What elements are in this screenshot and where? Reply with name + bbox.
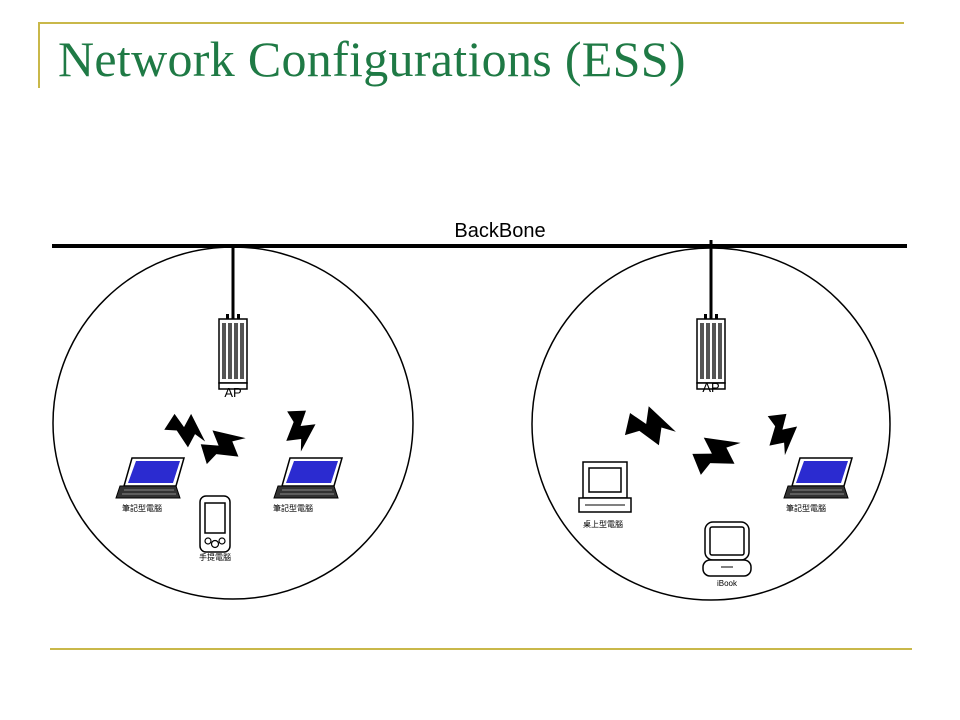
right-wireless-link-1-icon [616,399,676,459]
right-desktop-icon [578,461,632,513]
slide-title: Network Configurations (ESS) [58,31,686,87]
right-ibook-icon [702,521,752,577]
left-bss-cell: AP 筆記型電腦 手提電腦 筆記型電腦 [52,246,414,600]
left-ap-label: AP [224,385,241,400]
right-wireless-link-3-icon [755,407,801,456]
backbone-label: BackBone [454,220,545,242]
right-ap-label: AP [702,380,719,395]
left-wireless-link-1-icon [160,407,206,456]
left-pda-icon [199,495,231,553]
left-laptop-2-icon [273,457,343,499]
right-wireless-link-2-icon [689,434,741,481]
slide-frame-top [38,22,904,24]
slide-frame-bottom [50,648,912,650]
right-access-point-icon [696,313,726,390]
right-bss-cell: AP 桌上型電腦 iBook 筆記型電腦 [531,240,891,601]
right-laptop-label: 筆記型電腦 [786,503,826,513]
right-desktop-label: 桌上型電腦 [583,519,623,529]
left-wireless-link-3-icon [273,402,320,452]
left-laptop-1-label: 筆記型電腦 [122,503,162,513]
right-ibook-label: iBook [717,579,738,588]
left-wireless-link-2-icon [196,427,246,473]
slide-frame-left [38,22,40,88]
left-pda-label: 手提電腦 [199,552,231,562]
left-laptop-2-label: 筆記型電腦 [273,503,313,513]
left-laptop-1-icon [115,457,185,499]
left-access-point-icon [218,313,248,390]
right-laptop-icon [783,457,853,499]
